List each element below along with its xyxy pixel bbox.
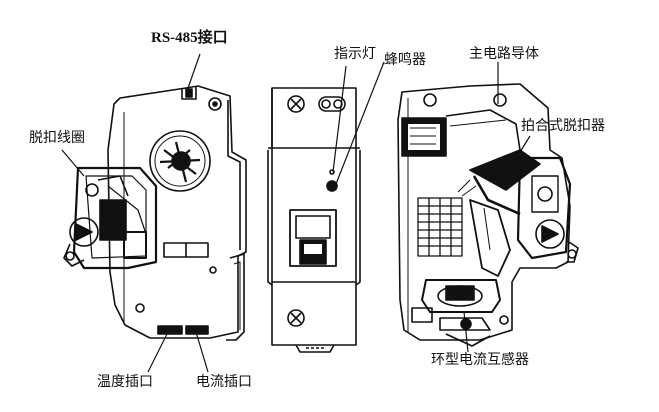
trip-coil-label: 脱扣线圈 (29, 130, 85, 146)
temp-port-label: 温度插口 (97, 374, 153, 390)
ct-label: 环型电流互感器 (431, 352, 529, 368)
buzzer-label: 蜂鸣器 (384, 52, 426, 68)
latch-release-label: 拍合式脱扣器 (521, 118, 605, 134)
leader-lines (61, 53, 531, 373)
indicator-label: 指示灯 (334, 46, 376, 62)
arc-chute (417, 197, 463, 257)
current-port-label: 电流插口 (196, 374, 252, 390)
left-breaker-view (63, 85, 247, 341)
right-internal-view (397, 83, 579, 347)
main-conductor-label: 主电路导体 (469, 46, 539, 62)
middle-front-view (267, 87, 361, 353)
rs485-label: RS-485接口 (151, 30, 228, 46)
